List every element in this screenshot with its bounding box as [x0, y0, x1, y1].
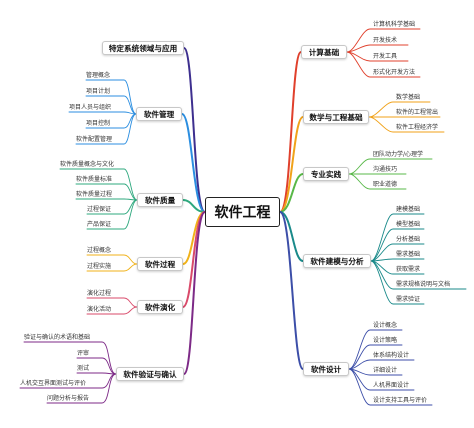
connector-mgmt-leaf-2	[68, 111, 137, 115]
node-software-management[interactable]: 软件管理	[136, 107, 182, 121]
leaf-mgmt-3[interactable]: 项目控制	[86, 120, 111, 127]
node-math-engineering[interactable]: 数学与工程基础	[303, 110, 369, 124]
leaf-evolution-0[interactable]: 演化过程	[87, 290, 112, 297]
leaf-design-1[interactable]: 设计策略	[373, 337, 398, 344]
leaf-design-2[interactable]: 体系结构设计	[373, 352, 410, 359]
leaf-computing-1[interactable]: 开发技术	[373, 37, 398, 44]
node-professional-practice[interactable]: 专业实践	[303, 167, 349, 181]
connector-root-top_left	[183, 47, 206, 213]
connector-root-practice	[279, 173, 304, 213]
leaf-computing-3[interactable]: 形式化开发方法	[373, 69, 416, 76]
leaf-modeling-6[interactable]: 需求验证	[396, 296, 421, 303]
leaf-mgmt-2[interactable]: 项目人员与组织	[69, 104, 112, 111]
leaf-verify-0[interactable]: 验证与确认的术语和基础	[24, 334, 91, 341]
connector-quality-leaf-4	[86, 199, 138, 230]
leaf-verify-2[interactable]: 测试	[77, 365, 90, 372]
connector-practice-leaf-0	[348, 158, 433, 175]
connector-root-mgmt	[181, 113, 206, 213]
leaf-process-0[interactable]: 过程概念	[87, 247, 112, 254]
leaf-math-1[interactable]: 软件的工程常出	[396, 109, 439, 116]
connector-process-leaf-1	[86, 263, 138, 272]
leaf-design-5[interactable]: 设计支持工具与评价	[373, 397, 428, 404]
connector-evolution-leaf-0	[86, 297, 138, 308]
connector-modeling-leaf-2	[370, 243, 425, 262]
leaf-process-1[interactable]: 过程实施	[87, 263, 112, 270]
connector-root-quality	[182, 199, 206, 213]
leaf-modeling-0[interactable]: 建模基础	[396, 206, 421, 213]
connector-quality-leaf-2	[75, 198, 138, 201]
connector-modeling-leaf-3	[370, 258, 425, 262]
connector-root-verify	[183, 211, 206, 375]
leaf-verify-4[interactable]: 问题分析与报告	[47, 395, 90, 402]
connector-process-leaf-0	[86, 254, 138, 265]
node-domain-applications[interactable]: 特定系统领域与应用	[102, 41, 184, 55]
connector-mgmt-leaf-1	[85, 95, 137, 115]
leaf-computing-0[interactable]: 计算机科学基础	[373, 21, 416, 28]
connector-root-design	[279, 211, 304, 370]
leaf-math-2[interactable]: 软件工程经济学	[396, 124, 439, 131]
connector-design-leaf-1	[348, 344, 403, 370]
connector-quality-leaf-1	[75, 183, 138, 201]
connector-design-leaf-2	[348, 359, 415, 370]
node-computing-foundations[interactable]: 计算基础	[301, 45, 347, 59]
connector-verify-leaf-1	[76, 357, 117, 375]
connector-computing-leaf-0	[346, 28, 421, 53]
connector-computing-leaf-3	[346, 51, 421, 78]
leaf-quality-0[interactable]: 软件质量概念与文化	[60, 161, 115, 168]
node-software-process[interactable]: 软件过程	[137, 257, 183, 271]
connector-root-math	[279, 116, 304, 213]
leaf-mgmt-1[interactable]: 项目计划	[86, 88, 111, 95]
connector-math-leaf-0	[368, 101, 431, 118]
leaf-design-0[interactable]: 设计概念	[373, 322, 398, 329]
connector-design-leaf-5	[348, 368, 433, 406]
leaf-modeling-4[interactable]: 获取需求	[396, 266, 421, 273]
leaf-practice-1[interactable]: 沟通技巧	[373, 166, 398, 173]
leaf-mgmt-4[interactable]: 软件配置管理	[76, 136, 113, 143]
node-software-evolution[interactable]: 软件演化	[137, 300, 183, 314]
leaf-verify-3[interactable]: 人机交互界面测试与评价	[20, 380, 87, 387]
leaf-verify-1[interactable]: 评审	[77, 350, 90, 357]
leaf-modeling-1[interactable]: 模型基础	[396, 221, 421, 228]
node-modeling-analysis[interactable]: 软件建模与分析	[303, 254, 371, 268]
leaf-design-3[interactable]: 详细设计	[373, 367, 398, 374]
leaf-computing-2[interactable]: 开发工具	[373, 53, 398, 60]
leaf-practice-2[interactable]: 职业道德	[373, 181, 398, 188]
node-verification-validation[interactable]: 软件验证与确认	[116, 367, 184, 381]
connector-verify-leaf-2	[76, 372, 117, 375]
connector-math-leaf-2	[368, 116, 445, 133]
connector-design-leaf-0	[348, 329, 403, 370]
node-software-design[interactable]: 软件设计	[303, 362, 349, 376]
leaf-quality-1[interactable]: 软件质量标准	[76, 176, 113, 183]
connector-mgmt-leaf-4	[75, 113, 137, 145]
connector-computing-leaf-1	[346, 44, 409, 53]
leaf-quality-3[interactable]: 过程保证	[87, 206, 112, 213]
connector-evolution-leaf-1	[86, 306, 138, 315]
leaf-modeling-3[interactable]: 需求基础	[396, 251, 421, 258]
connector-modeling-leaf-1	[370, 228, 425, 262]
node-software-quality[interactable]: 软件质量	[137, 193, 183, 207]
connector-verify-leaf-4	[46, 373, 117, 404]
leaf-mgmt-0[interactable]: 管理概念	[86, 72, 111, 79]
connector-root-modeling	[279, 211, 304, 262]
root-node[interactable]: 软件工程	[205, 197, 280, 227]
leaf-modeling-5[interactable]: 需求规格说明与文档	[396, 281, 451, 288]
leaf-evolution-1[interactable]: 演化活动	[87, 306, 112, 313]
leaf-design-4[interactable]: 人机界面设计	[373, 382, 410, 389]
leaf-practice-0[interactable]: 团队动力学/心理学	[373, 151, 424, 158]
leaf-quality-4[interactable]: 产品保证	[87, 221, 112, 228]
leaf-modeling-2[interactable]: 分析基础	[396, 236, 421, 243]
connector-practice-leaf-2	[348, 173, 407, 190]
leaf-math-0[interactable]: 数学基础	[396, 94, 421, 101]
connector-root-computing	[279, 51, 302, 213]
connector-modeling-leaf-6	[370, 260, 425, 305]
leaf-quality-2[interactable]: 软件质量过程	[76, 191, 113, 198]
